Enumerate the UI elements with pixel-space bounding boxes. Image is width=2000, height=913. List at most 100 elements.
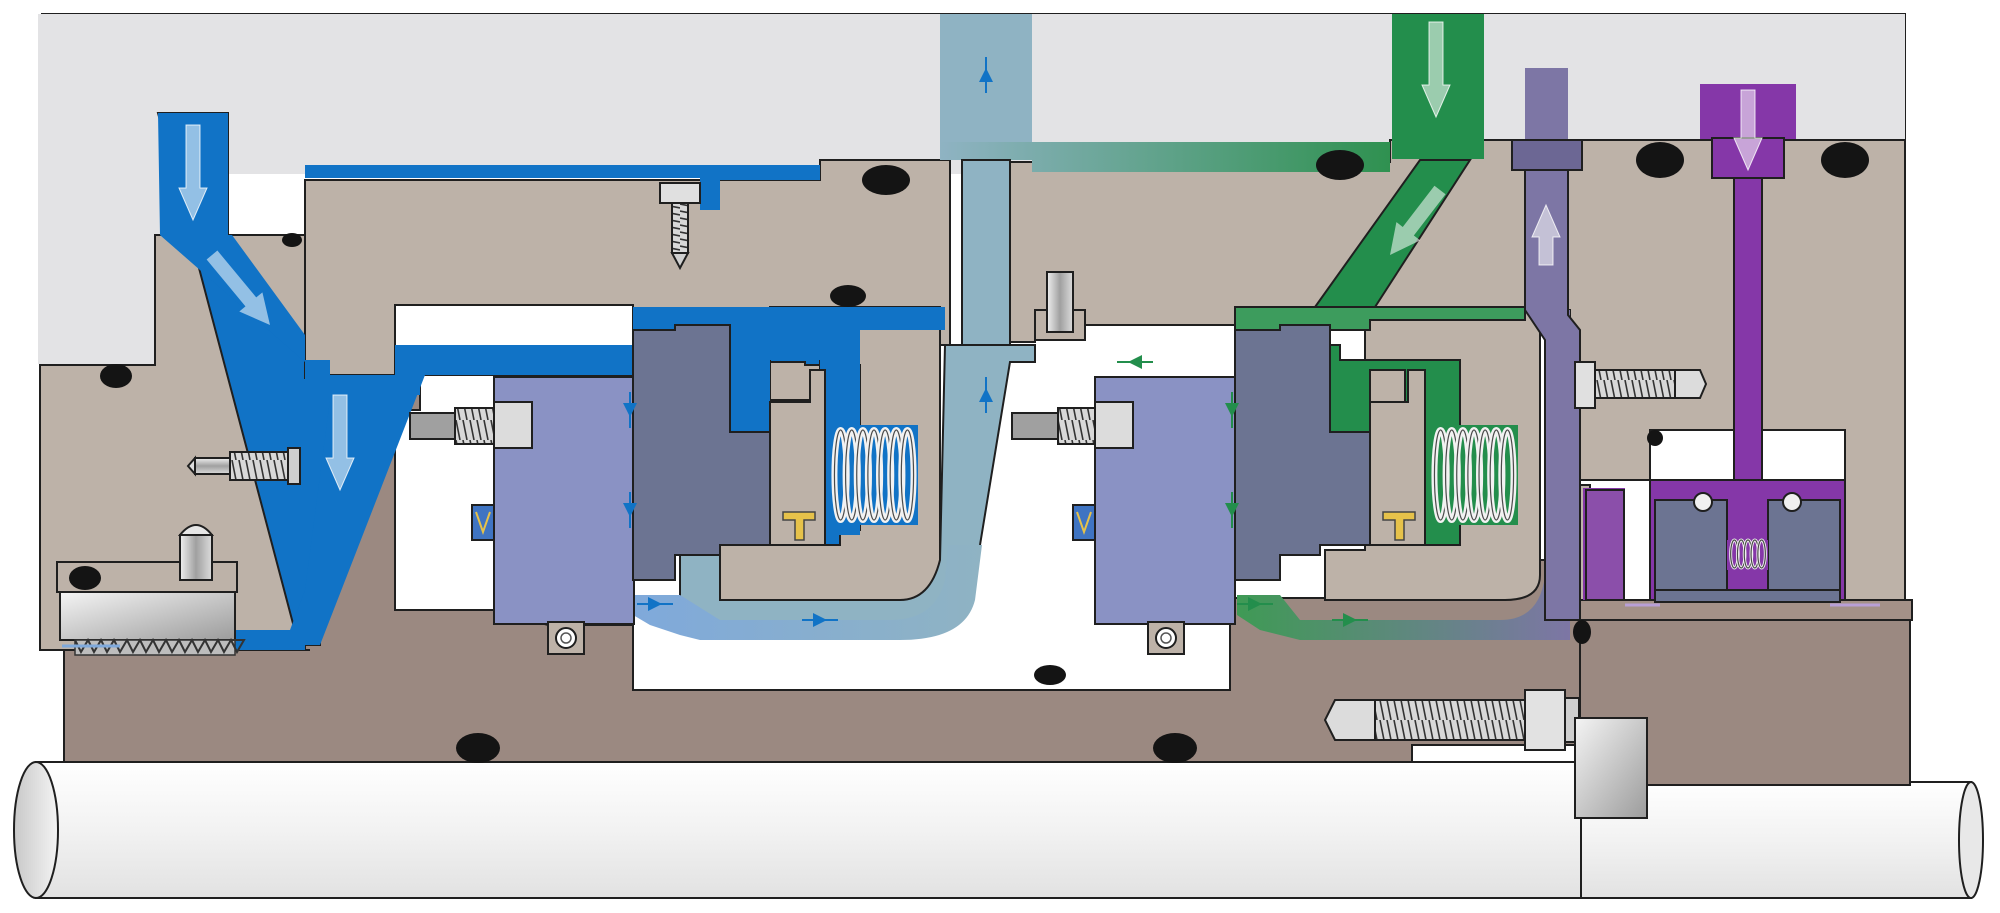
flush-up-arrow [979, 377, 993, 413]
gland-stud-top [659, 182, 701, 271]
o-ring [1647, 430, 1663, 446]
barrier-top-channel [305, 165, 820, 210]
set-screw-outboard-face [1011, 401, 1134, 449]
inboard-face-arrow-2 [623, 492, 637, 528]
quench-lower-strip [1654, 589, 1841, 603]
spring-coil-outline [1757, 539, 1766, 569]
barrier-diagonal-arrow [206, 250, 270, 325]
spring-coil-outline [1500, 429, 1515, 521]
spring-coils [831, 427, 1767, 570]
arrow-transform [206, 250, 270, 325]
drive-screw-bottom [1323, 689, 1580, 751]
o-ring [282, 233, 302, 247]
quench-right-pin [1782, 492, 1802, 512]
o-ring [1153, 733, 1197, 763]
outlet-diagonal-arrow [1390, 185, 1446, 256]
outlet-bottom-channel [1237, 310, 1570, 640]
arrow-shape [1390, 185, 1446, 256]
o-ring [1034, 665, 1066, 685]
o-ring [1316, 150, 1364, 180]
arrow-head [1225, 503, 1239, 517]
barrier-down-arrow [325, 394, 355, 492]
inboard-spring-coils [831, 427, 917, 523]
vent-neck [1511, 139, 1583, 171]
outboard-spring-coils [1431, 427, 1517, 523]
outlet-left-arrow [1117, 355, 1153, 369]
leakage-paths [62, 603, 1880, 648]
o-ring [1821, 142, 1869, 178]
quench-spring [1727, 540, 1768, 570]
barrier-diag-channel [160, 235, 305, 362]
o-ring [1636, 142, 1684, 178]
outboard-face-arrow-1 [1225, 392, 1239, 428]
arrow-transform [1390, 185, 1446, 256]
drive-collar-right [1574, 717, 1648, 819]
inboard-bottom-arrow [637, 597, 673, 611]
outboard-bottom-arrow [1237, 597, 1273, 611]
housing-left-face [38, 14, 44, 364]
wedge-seal-outboard [1072, 504, 1096, 541]
o-rings [69, 142, 1869, 763]
arrow-head [1248, 597, 1262, 611]
outboard-t-clip [1382, 511, 1416, 541]
arrow-head [979, 68, 993, 82]
outlet-bottom-arrow [1332, 613, 1368, 627]
outboard-face-arrow-2 [1225, 492, 1239, 528]
set-screw-left [186, 447, 301, 485]
flush-vertical-channel [961, 159, 1011, 346]
arrow-head [1225, 403, 1239, 417]
flush-outlet-arrow [979, 57, 993, 93]
arrow-head [623, 403, 637, 417]
inboard-seal-ring [769, 369, 826, 546]
arrow-head [648, 597, 662, 611]
arrow-head [813, 613, 827, 627]
spring-coil-outline [900, 429, 915, 521]
arrow-shape [1733, 89, 1763, 172]
arrow-head [979, 388, 993, 402]
o-ring [1573, 620, 1591, 644]
face-drive-pin-outboard [1147, 621, 1185, 655]
inboard-face-arrow-1 [623, 392, 637, 428]
set-screw-inboard-face [409, 401, 533, 449]
set-screw-right-gland [1574, 361, 1708, 409]
arrow-head [1343, 613, 1357, 627]
shaft [13, 761, 1984, 899]
vent-up-arrow [1531, 203, 1561, 266]
barrier-inlet-arrow [178, 124, 208, 222]
quench-left-holder [1654, 499, 1728, 593]
anti-rotation-pin-center [1034, 271, 1086, 341]
vent-channel [1524, 169, 1581, 621]
outlet-inlet-arrow [1421, 21, 1451, 119]
barrier-low-leg [305, 360, 330, 590]
o-ring [69, 566, 101, 590]
flow-arrows [178, 21, 1763, 627]
o-ring [456, 733, 500, 763]
quench-spring-coils [1729, 538, 1767, 570]
face-drive-pin-inboard [547, 621, 585, 655]
outboard-seal-ring [1369, 369, 1426, 546]
vent-vertical-port [1525, 68, 1568, 148]
drive-collar-left [59, 591, 246, 656]
anti-rotation-pin-left [177, 524, 215, 581]
arrow-head [1128, 355, 1142, 369]
wedge-seal-inboard [471, 504, 495, 541]
flush-connector [940, 142, 1390, 172]
arrow-shape [206, 250, 270, 325]
arrow-shape [1421, 21, 1451, 119]
quench-inlet-arrow [1733, 89, 1763, 172]
housing-left-wall [42, 14, 162, 364]
o-ring [862, 165, 910, 195]
shaft-right-end [1958, 781, 1984, 899]
barrier-outer-sleeve-path [395, 345, 633, 395]
arrow-shape [178, 124, 208, 222]
arrow-shape [1531, 203, 1561, 266]
o-ring [830, 285, 866, 307]
quench-left-body [1585, 489, 1625, 601]
flush-bottom-arrow [802, 613, 838, 627]
inboard-t-clip [782, 511, 816, 541]
shaft-left-end [13, 761, 59, 899]
o-ring [100, 364, 132, 388]
arrow-head [623, 503, 637, 517]
